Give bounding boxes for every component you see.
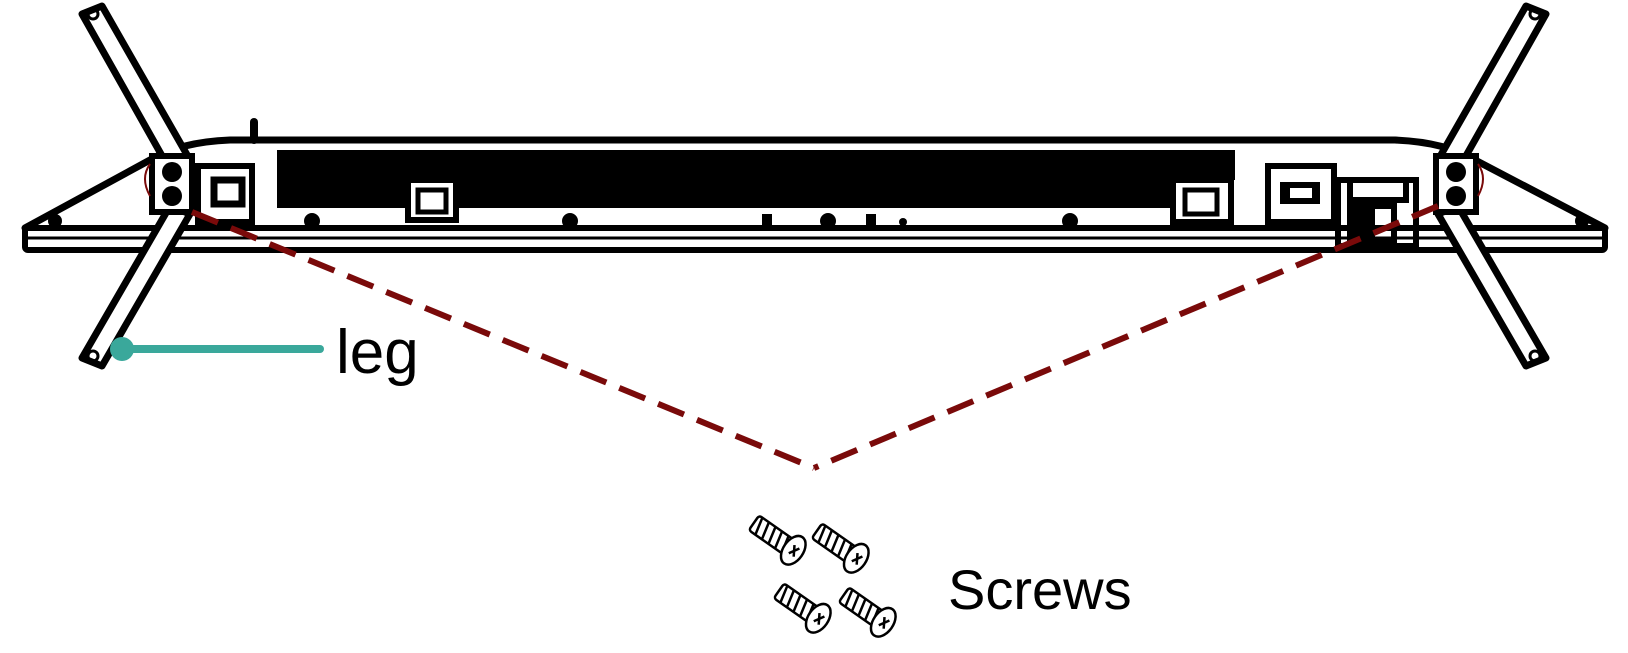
screw-icon — [838, 587, 897, 638]
leg-right — [1433, 2, 1550, 370]
leg-left — [78, 2, 195, 370]
panel-dots — [48, 213, 1589, 229]
screw-guide-lines — [190, 203, 1440, 471]
leg-callout — [110, 337, 324, 361]
screws-group — [748, 515, 897, 638]
screw-icon — [773, 583, 832, 634]
leg-label: leg — [336, 318, 419, 387]
rear-panel-details — [48, 150, 1589, 249]
screws-label: Screws — [948, 558, 1132, 621]
screw-icon — [811, 523, 870, 574]
vent-grille — [277, 150, 1235, 180]
screw-icon — [748, 515, 807, 566]
power-connector — [1335, 177, 1419, 249]
